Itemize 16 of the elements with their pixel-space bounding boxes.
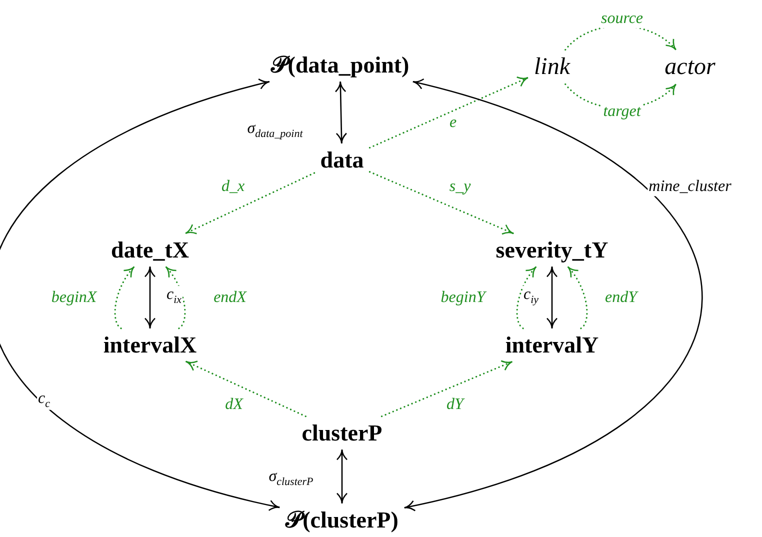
node-label: date_tX [108,236,192,264]
edge-label: beginY [440,289,486,307]
edge-label: target [602,103,642,121]
node-label: clusterP [298,419,386,447]
node-label: intervalX [100,331,200,359]
edge-label: mine_cluster [648,178,732,196]
node-label: intervalY [502,331,602,359]
edge-label: c$_{iy}$ [522,286,540,306]
edge-label: beginX [50,289,98,307]
node-label: data [317,146,367,174]
node-label: 𝒫(clusterP) [282,506,402,534]
node-label: link [531,52,573,82]
node-label: 𝒫(data_point) [268,51,412,79]
edge-label: d_x [220,178,246,196]
node-label: actor [662,52,718,82]
node-label: severity_tY [492,236,612,264]
